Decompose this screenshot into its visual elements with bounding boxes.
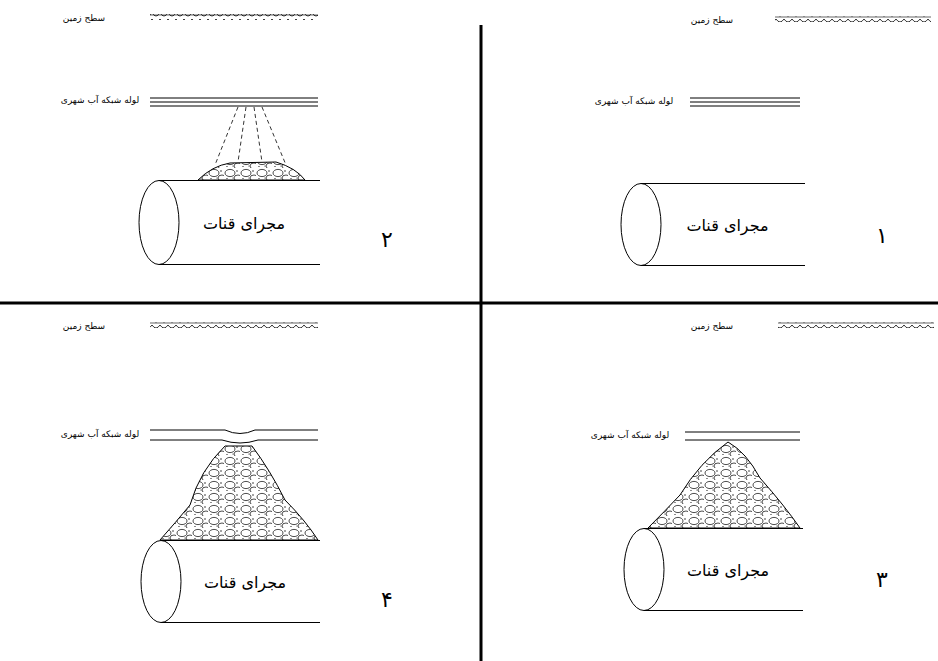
panel-number: ۱ xyxy=(876,223,888,249)
channel-label: مجرای قنات xyxy=(203,213,285,232)
qanat-channel: مجرای قنات xyxy=(140,540,320,623)
panel-number: ۲ xyxy=(381,227,393,253)
ground-surface-label: سطح زمین xyxy=(63,321,105,332)
water-pipe-label: لوله شبکه آب شهری xyxy=(591,430,669,441)
panel-number: ۳ xyxy=(876,567,888,593)
ground-surface-label: سطح زمین xyxy=(691,321,733,332)
water-pipe-label: لوله شبکه آب شهری xyxy=(595,96,673,107)
ground-surface-label: سطح زمین xyxy=(63,13,105,24)
ground-surface-label: سطح زمین xyxy=(691,15,733,26)
channel-label: مجرای قنات xyxy=(204,572,286,591)
qanat-channel: مجرای قنات xyxy=(138,180,320,265)
water-pipe-label: لوله شبکه آب شهری xyxy=(61,429,139,440)
channel-label: مجرای قنات xyxy=(686,215,768,234)
channel-label: مجرای قنات xyxy=(687,560,769,579)
qanat-channel: مجرای قنات xyxy=(620,183,805,266)
water-pipe-label: لوله شبکه آب شهری xyxy=(61,95,139,106)
qanat-channel: مجرای قنات xyxy=(623,528,803,611)
panel-number: ۴ xyxy=(381,587,393,613)
